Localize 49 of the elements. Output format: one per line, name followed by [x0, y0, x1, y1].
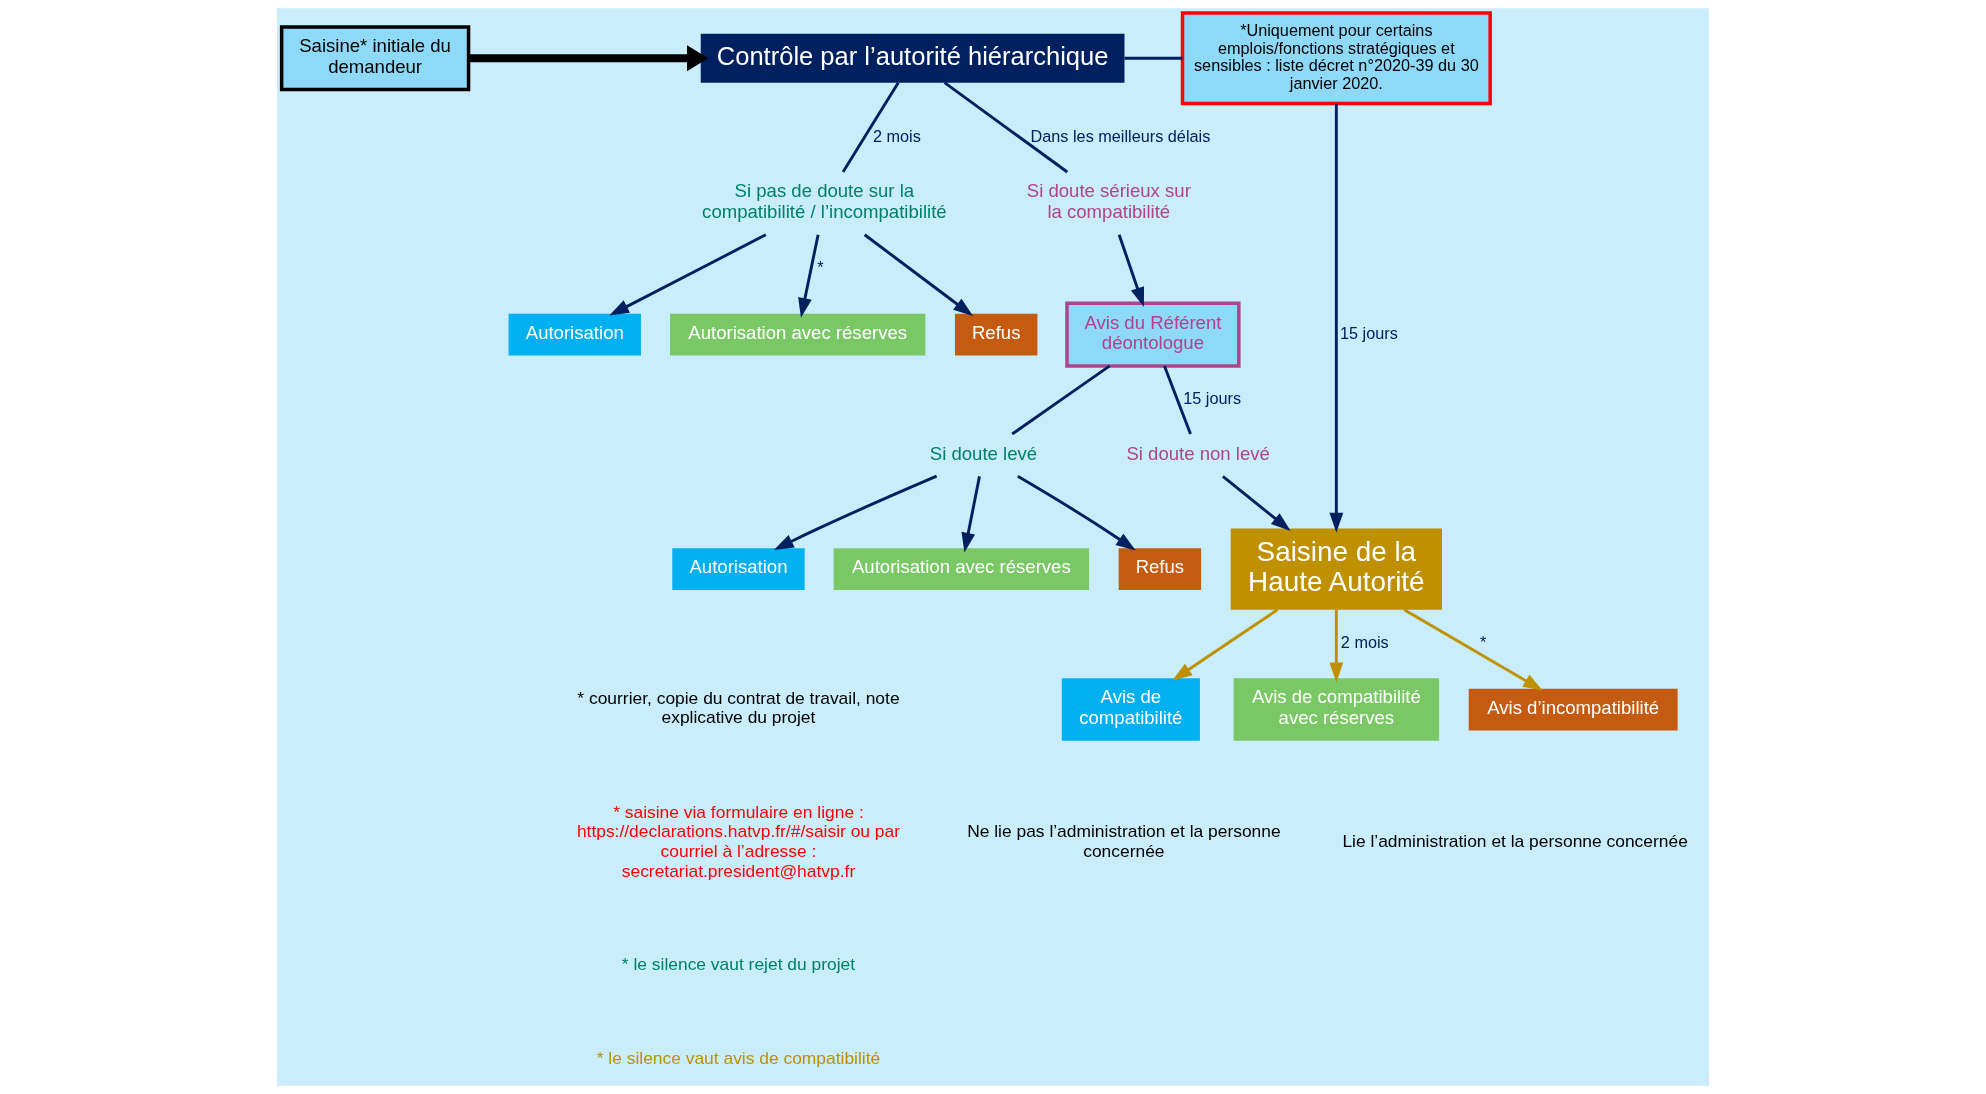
label: Lie l’administration et la personne concernée: [1342, 831, 1688, 852]
edge-label: *: [1480, 633, 1487, 652]
arrow: [1172, 608, 1279, 681]
node-box: Saisine de la Haute Autorité: [1230, 528, 1442, 610]
label: * le silence vaut rejet du projet: [621, 954, 856, 975]
node-box: Autorisation: [672, 548, 805, 590]
node-box: Avis d’incompatibilité: [1468, 688, 1678, 731]
connector: [1163, 365, 1192, 435]
node-box: Avis du Référent déontologue: [1065, 301, 1241, 368]
label: * courrier, copie du contrat de travail, note explicative du projet: [577, 687, 900, 728]
edge-label: *: [817, 258, 824, 277]
arrow: [798, 234, 820, 318]
arrow: [1117, 234, 1145, 308]
label: * le silence vaut avis de compatibilité: [596, 1048, 881, 1069]
arrow: [1017, 475, 1136, 551]
connector: [1011, 364, 1111, 436]
arrow: [609, 233, 767, 316]
node-box: Refus: [1118, 548, 1202, 590]
node-box: Saisine* initiale du demandeur: [279, 25, 471, 92]
node-text: Si pas de doute sur la compatibilité / l’incompatibilité: [702, 180, 947, 223]
edge-label: 2 mois: [873, 127, 921, 146]
arrow: [1222, 475, 1291, 532]
arrow: [1403, 608, 1543, 691]
node-box: Autorisation: [508, 313, 641, 356]
arrow: [773, 474, 938, 550]
arrow: [469, 45, 709, 72]
connector: [841, 81, 900, 173]
arrow: [863, 233, 974, 317]
connector: [943, 81, 1069, 174]
node-box: Autorisation avec réserves: [669, 313, 926, 356]
node-box: Contrôle par l’autorité hiérarchique: [700, 33, 1125, 83]
node-box: Avis de compatibilité: [1061, 678, 1200, 741]
node-text: Si doute sérieux sur la compatibilité: [1026, 180, 1191, 223]
node-text: Si doute non levé: [1126, 442, 1270, 464]
node-box: Autorisation avec réserves: [833, 548, 1090, 590]
node-box: *Uniquement pour certains emplois/fonctions stratégiques et sensibles : liste décret n°2020-39 du 30 janvier 2020.: [1180, 11, 1492, 106]
edge-label: 2 mois: [1340, 633, 1389, 652]
label: Ne lie pas l’administration et la personne concernée: [967, 821, 1281, 861]
arrow: [1329, 609, 1344, 683]
arrow: [961, 476, 981, 553]
edge-label: 15 jours: [1339, 323, 1398, 342]
connector: [1124, 56, 1183, 60]
arrow: [1329, 103, 1344, 533]
label: * saisine via formulaire en ligne : https://declarations.hatvp.fr/#/saisir ou par courriel à l’adresse : secretariat.president@hatvp.fr: [576, 801, 901, 881]
node-box: Refus: [955, 313, 1038, 356]
edge-label: 15 jours: [1183, 389, 1242, 408]
edge-label: Dans les meilleurs délais: [1030, 127, 1211, 146]
node-box: Avis de compatibilité avec réserves: [1233, 678, 1440, 741]
node-text: Si doute levé: [929, 442, 1038, 464]
